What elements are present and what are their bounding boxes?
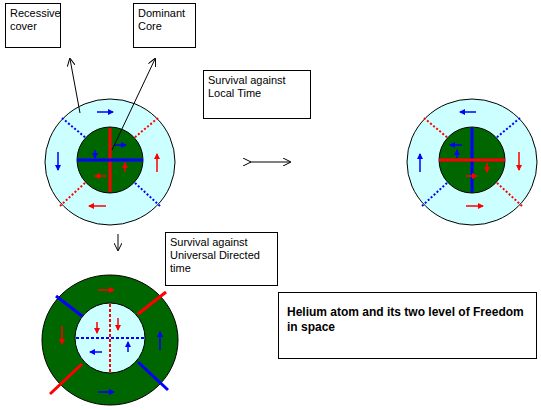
- atom-dominant-outside: [42, 275, 178, 405]
- leader-arrow: [112, 59, 155, 150]
- node-text: Survival against Universal Directed time: [170, 236, 273, 275]
- outer-shell: [45, 99, 175, 225]
- outer-shell: [407, 99, 537, 225]
- atom-recessive-outside: [407, 99, 537, 225]
- axis-line: [439, 159, 505, 162]
- note-box: Survival against Universal Directed time: [165, 232, 278, 286]
- spin-arrows: [420, 112, 519, 206]
- axis-line: [77, 159, 143, 162]
- callout-box: Dominant Core: [133, 3, 196, 48]
- outer-shell: [42, 275, 178, 405]
- note-box: Survival against Local Time: [203, 70, 311, 119]
- diagonal-lines: [422, 118, 522, 206]
- node-text: Survival against Local Time: [208, 74, 306, 100]
- axis-line: [109, 304, 111, 372]
- spin-arrows: [58, 112, 157, 206]
- exchange-arrow: [250, 162, 290, 163]
- node-text: Recessive cover: [10, 7, 56, 33]
- diagonal-lines: [60, 118, 160, 206]
- node-text: Dominant Core: [138, 7, 191, 33]
- transition-arrow: [118, 234, 119, 250]
- node-text: Helium atom and its two level of Freedom…: [287, 305, 528, 335]
- caption-box: Helium atom and its two level of Freedom…: [278, 292, 537, 359]
- diagonal-lines: [50, 292, 168, 394]
- callout-box: Recessive cover: [5, 3, 61, 48]
- leader-arrow: [70, 59, 80, 113]
- inner-core: [439, 127, 505, 193]
- axis-line: [76, 337, 144, 339]
- inner-core: [77, 127, 143, 193]
- spin-arrows: [62, 290, 160, 392]
- atom-recessive-outside: [45, 99, 175, 225]
- inner-core: [75, 303, 145, 373]
